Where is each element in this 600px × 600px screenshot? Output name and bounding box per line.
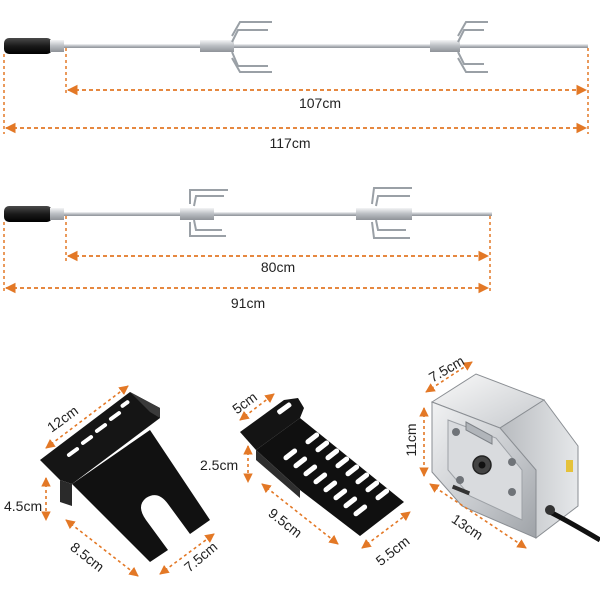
mounting-bracket-middle: 5cm 2.5cm 9.5cm 5.5cm (200, 389, 413, 569)
dimension-label: 9.5cm (265, 505, 305, 541)
handle-collar (50, 40, 64, 52)
dimension-label: 117cm (270, 135, 311, 151)
dimension-arrow (429, 483, 527, 549)
dimension-arrow (45, 385, 129, 449)
dimension-label: 5cm (229, 389, 260, 417)
short-rotisserie-spit: 80cm 91cm (3, 187, 492, 311)
spit-rod (60, 44, 588, 48)
dimension-arrow (159, 533, 215, 575)
dimension-label: 107cm (299, 95, 341, 111)
spit-rod (60, 212, 492, 216)
dimension-label: 5.5cm (373, 533, 413, 569)
dimension-arrow (239, 393, 275, 421)
dimension-label: 4.5cm (4, 498, 42, 514)
dimension-arrow (261, 483, 339, 545)
meat-fork (430, 21, 488, 73)
dimension-label: 91cm (231, 295, 265, 311)
dimension-label: 80cm (261, 259, 295, 275)
meat-fork (356, 187, 412, 239)
power-switch (566, 460, 573, 472)
spit-handle (4, 38, 52, 54)
dimension-label: 11cm (403, 423, 419, 456)
dimension-label: 8.5cm (67, 539, 107, 575)
meat-fork (200, 21, 272, 73)
rotisserie-motor: 7.5cm 11cm 13cm (403, 352, 600, 549)
meat-fork (180, 189, 228, 237)
handle-collar (50, 208, 64, 220)
power-cable (548, 509, 600, 543)
bracket-base-plate (72, 430, 210, 562)
dimension-label: 13cm (449, 511, 486, 543)
dimension-label: 2.5cm (200, 457, 238, 473)
long-rotisserie-spit: 107cm 117cm (3, 21, 589, 151)
dimension-label: 7.5cm (426, 352, 467, 385)
dimension-label: 12cm (44, 402, 81, 435)
mounting-bracket-left: 12cm 4.5cm 8.5cm 7.5cm (4, 385, 220, 577)
dimension-arrow (361, 511, 411, 549)
bracket-tab (240, 398, 304, 450)
spit-handle (4, 206, 52, 222)
